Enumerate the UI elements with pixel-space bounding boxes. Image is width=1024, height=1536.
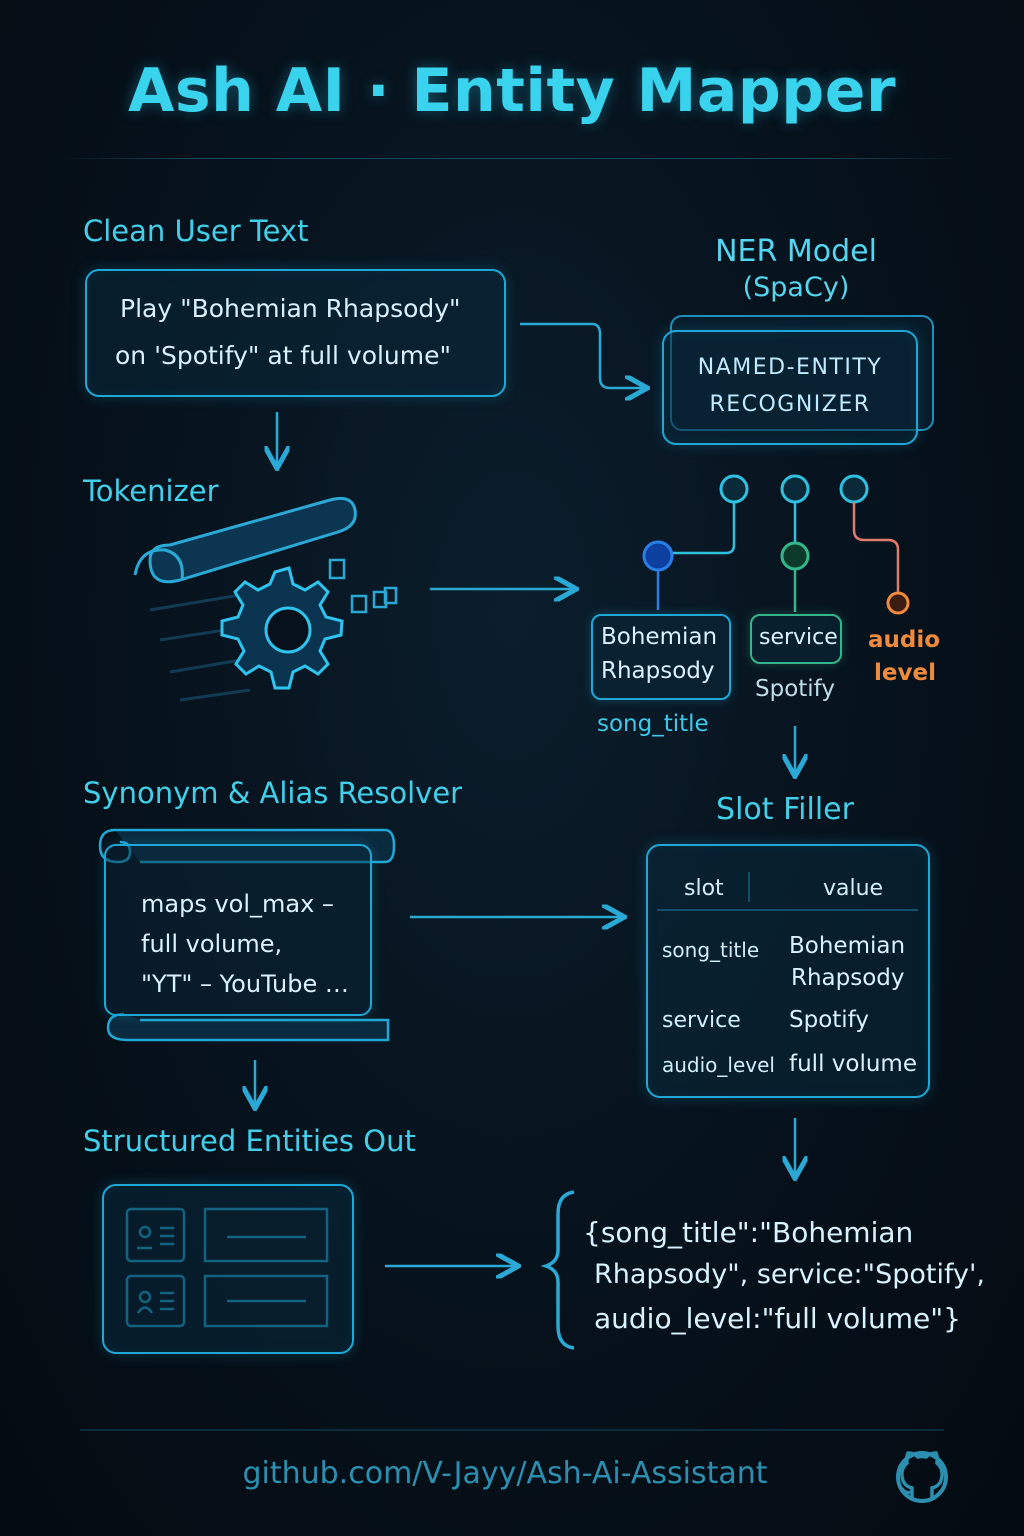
resolver-scroll-box: maps vol_max – full volume, "YT" – YouTu… bbox=[104, 844, 372, 1016]
tokenizer-heading: Tokenizer bbox=[83, 474, 219, 508]
slot-filler-heading: Slot Filler bbox=[716, 792, 854, 827]
json-line-3: audio_level:"full volume"} bbox=[594, 1302, 961, 1335]
ner-heading: NER Model bbox=[715, 234, 877, 269]
output-heading: Structured Entities Out bbox=[83, 1124, 416, 1158]
user-text-box: Play "Bohemian Rhapsody" on 'Spotify" at… bbox=[85, 269, 506, 397]
ner-output-connectors bbox=[642, 474, 910, 615]
entity-song-line-2: Rhapsody bbox=[601, 658, 715, 684]
ner-box-line-2: RECOGNIZER bbox=[709, 392, 871, 417]
slot-row-2-value: Spotify bbox=[789, 1007, 869, 1033]
clean-text-heading: Clean User Text bbox=[83, 214, 309, 248]
output-form-box bbox=[102, 1184, 354, 1354]
resolver-line-2: full volume, bbox=[141, 930, 283, 958]
entity-song-line-1: Bohemian bbox=[601, 624, 718, 650]
ner-recognizer-box: NAMED-ENTITY RECOGNIZER bbox=[662, 330, 918, 445]
slot-col-header: slot bbox=[684, 876, 724, 901]
resolver-line-3: "YT" – YouTube … bbox=[141, 970, 349, 998]
value-col-header: value bbox=[823, 876, 884, 901]
user-text-line-1: Play "Bohemian Rhapsody" bbox=[120, 294, 461, 323]
entity-service-box: service bbox=[750, 614, 842, 664]
github-link[interactable]: github.com/V-Jayy/Ash-Ai-Assistant bbox=[242, 1456, 768, 1491]
page-title: Ash AI · Entity Mapper bbox=[127, 56, 897, 126]
resolver-heading: Synonym & Alias Resolver bbox=[83, 776, 463, 810]
entity-service-tag: service bbox=[759, 625, 838, 650]
title-divider bbox=[60, 158, 960, 159]
entity-service-label: Spotify bbox=[755, 676, 835, 702]
scroll-icon bbox=[98, 828, 396, 1042]
json-line-1: {song_title":"Bohemian bbox=[583, 1216, 914, 1249]
json-brace-icon bbox=[540, 1190, 575, 1350]
json-line-2: Rhapsody", service:"Spotify', bbox=[594, 1259, 985, 1290]
user-text-line-2: on 'Spotify" at full volume" bbox=[115, 341, 452, 370]
slot-row-3-value: full volume bbox=[789, 1051, 917, 1077]
slot-filler-table: slot value song_title Bohemian Rhapsody … bbox=[646, 844, 930, 1098]
ner-box-line-1: NAMED-ENTITY bbox=[697, 355, 883, 380]
entity-song-label: song_title bbox=[597, 711, 709, 737]
slot-row-1-slot: song_title bbox=[662, 938, 760, 962]
github-icon bbox=[896, 1451, 948, 1503]
entity-audio-line-2: level bbox=[874, 660, 936, 686]
slot-row-1-value-line-2: Rhapsody bbox=[791, 965, 905, 991]
entity-audio-line-1: audio bbox=[868, 627, 941, 653]
slot-row-1-value-line-1: Bohemian bbox=[789, 933, 906, 959]
entity-song-box: Bohemian Rhapsody bbox=[591, 614, 731, 700]
slot-row-3-slot: audio_level bbox=[662, 1053, 775, 1077]
ner-subheading: (SpaCy) bbox=[742, 272, 850, 303]
tokenizer-gear-icon bbox=[133, 496, 398, 702]
slot-row-2-slot: service bbox=[662, 1008, 741, 1033]
resolver-line-1: maps vol_max – bbox=[141, 890, 334, 918]
arrow-text-to-ner bbox=[520, 322, 645, 388]
